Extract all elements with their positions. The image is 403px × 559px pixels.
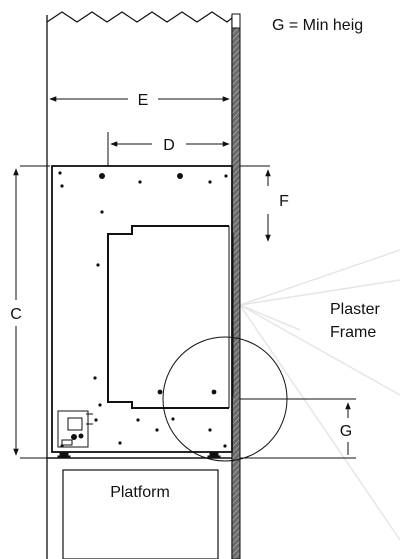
cabin-door-panel [107, 225, 229, 409]
platform-base [62, 469, 219, 559]
dim-g-label: G [340, 423, 352, 440]
dim-e-label: E [138, 92, 149, 109]
plaster-label-line2: Frame [330, 324, 376, 341]
dim-d-label: D [163, 137, 175, 154]
dim-c-label: C [10, 306, 22, 323]
detail-circle [162, 336, 288, 462]
dim-f-label: F [279, 193, 289, 210]
plaster-label-line1: Plaster [330, 301, 380, 318]
min-height-note: G = Min heig [272, 17, 363, 34]
cabin-feet [57, 451, 221, 459]
dim-f [240, 165, 271, 242]
dim-g [240, 398, 356, 459]
break-line [46, 11, 233, 23]
wall-cap [231, 13, 241, 29]
controller-box [57, 410, 93, 448]
platform-label: Platform [110, 484, 170, 501]
watermark-rays [239, 249, 401, 541]
dim-c [13, 165, 50, 459]
cabin-rivets [58, 171, 228, 448]
